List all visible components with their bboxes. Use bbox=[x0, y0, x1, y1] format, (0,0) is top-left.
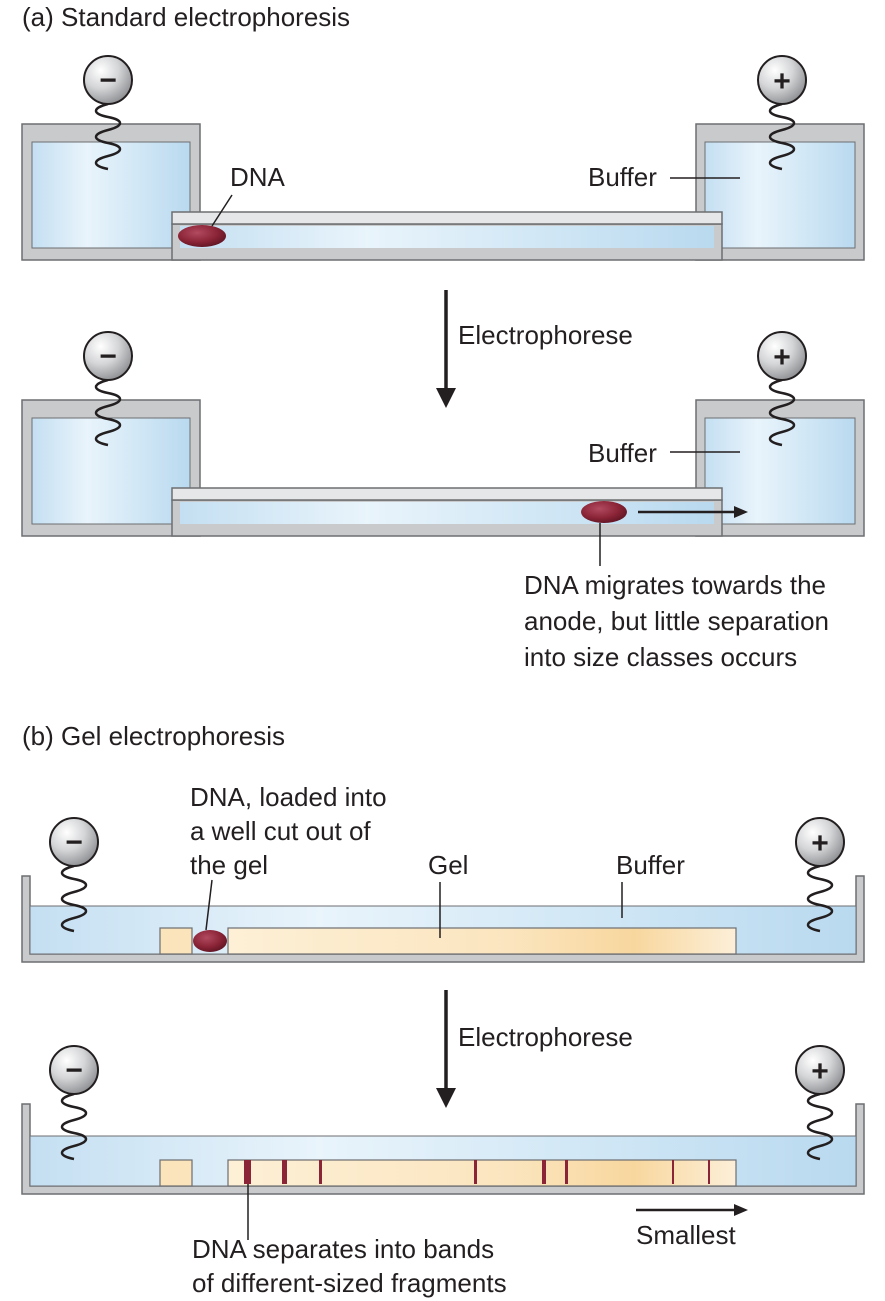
anode-electrode: + bbox=[795, 1045, 845, 1161]
gel-well-block bbox=[159, 1159, 193, 1187]
electrophorese-label: Electrophorese bbox=[458, 1022, 633, 1052]
buffer-label: Buffer bbox=[588, 438, 657, 468]
gel-tank bbox=[21, 875, 865, 963]
dna-well-label-line-1: DNA, loaded into bbox=[190, 782, 387, 812]
gel-tank bbox=[21, 1103, 865, 1195]
bands-note-line-1: DNA separates into bands bbox=[192, 1234, 494, 1264]
electrophorese-label: Electrophorese bbox=[458, 320, 633, 350]
cathode-minus-icon: − bbox=[65, 826, 83, 859]
anode-plus-icon: + bbox=[811, 827, 829, 860]
agarose-gel bbox=[227, 1159, 737, 1187]
cathode-electrode: − bbox=[49, 817, 99, 933]
standard-apparatus-before: DNA Buffer − + bbox=[21, 55, 865, 261]
dna-band bbox=[244, 1160, 251, 1184]
cathode-electrode: − bbox=[83, 331, 133, 447]
migration-note-line-3: into size classes occurs bbox=[524, 642, 797, 672]
dna-band bbox=[319, 1160, 322, 1184]
part-a-title: (a) Standard electrophoresis bbox=[22, 2, 350, 32]
glass-plate bbox=[171, 211, 723, 225]
dna-band bbox=[565, 1160, 568, 1184]
dna-sample bbox=[178, 225, 226, 247]
dna-label: DNA bbox=[230, 162, 286, 192]
dna-band bbox=[708, 1160, 710, 1184]
gel-well-block bbox=[159, 927, 193, 955]
migration-note-line-2: anode, but little separation bbox=[524, 606, 829, 636]
anode-electrode: + bbox=[757, 331, 807, 447]
anode-electrode: + bbox=[757, 55, 807, 171]
buffer-label: Buffer bbox=[616, 850, 685, 880]
dna-band bbox=[542, 1160, 546, 1184]
smallest-label: Smallest bbox=[636, 1220, 736, 1250]
part-b-title: (b) Gel electrophoresis bbox=[22, 721, 285, 751]
dna-band bbox=[672, 1160, 674, 1184]
electrophorese-step-a: Electrophorese bbox=[436, 290, 633, 408]
bands-note-line-2: of different-sized fragments bbox=[192, 1268, 507, 1298]
dna-well-label-line-2: a well cut out of bbox=[190, 816, 371, 846]
cathode-electrode: − bbox=[83, 55, 133, 171]
electrophorese-step-b: Electrophorese bbox=[436, 990, 633, 1108]
anode-plus-icon: + bbox=[773, 65, 791, 98]
loaded-dna-sample bbox=[193, 930, 227, 952]
gel-apparatus-after: DNA separates into bands of different-si… bbox=[21, 1045, 865, 1298]
cathode-minus-icon: − bbox=[65, 1054, 83, 1087]
dna-band bbox=[474, 1160, 477, 1184]
cathode-electrode: − bbox=[49, 1045, 99, 1161]
cathode-minus-icon: − bbox=[99, 64, 117, 97]
dna-band bbox=[282, 1160, 287, 1184]
anode-electrode: + bbox=[795, 817, 845, 933]
anode-plus-icon: + bbox=[811, 1055, 829, 1088]
migration-note-line-1: DNA migrates towards the bbox=[524, 570, 826, 600]
agarose-gel bbox=[227, 927, 737, 955]
gel-apparatus-before: DNA, loaded into a well cut out of the g… bbox=[21, 782, 865, 963]
anode-plus-icon: + bbox=[773, 341, 791, 374]
standard-apparatus-after: Buffer DNA migrates towards the anode, b… bbox=[21, 331, 865, 672]
gel-label: Gel bbox=[428, 850, 468, 880]
migrated-dna-sample bbox=[581, 501, 627, 523]
cathode-minus-icon: − bbox=[99, 340, 117, 373]
buffer-label: Buffer bbox=[588, 162, 657, 192]
dna-well-label-line-3: the gel bbox=[190, 850, 268, 880]
